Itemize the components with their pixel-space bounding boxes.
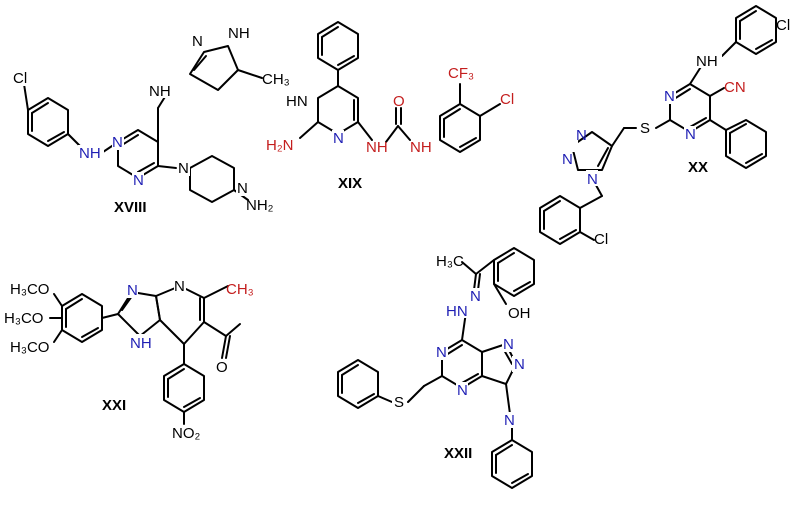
XX-n1-label: N xyxy=(664,88,675,105)
compound-XIX: HN H₂N N NH O NH CF₃ Cl XIX xyxy=(266,21,514,192)
XX-cn-label: CN xyxy=(724,79,746,96)
XVIII-piperazine-n1-label: N xyxy=(178,160,189,177)
XXI-o-label: O xyxy=(216,359,228,376)
XVIII-ch3-label: CH₃ xyxy=(262,71,290,88)
XX-caption: XX xyxy=(688,159,708,176)
XXII-hn-label: HN xyxy=(446,303,468,320)
XVIII-pyrazoline-nh-label: NH xyxy=(228,25,250,42)
XVIII-piperazine-n2-label: N xyxy=(237,180,248,197)
XXI-och3-2-label: H₃CO xyxy=(4,310,43,327)
XIX-cf3-label: CF₃ xyxy=(448,65,474,82)
compound-XXI: H₃CO H₃CO H₃CO N N NH CH₃ O NO₂ XXI xyxy=(4,278,254,442)
XX-n2-label: N xyxy=(685,126,696,143)
compound-XVIII: Cl NH N N NH N NH N N N NH₂ CH₃ XVIII xyxy=(13,24,290,216)
XXII-n-pyr2-label: N xyxy=(457,382,468,399)
XXII-n-tri2-label: N xyxy=(514,356,525,373)
XIX-nh1-label: NH xyxy=(366,139,388,156)
XXI-caption: XXI xyxy=(102,397,126,414)
XXI-nh-label: NH xyxy=(130,335,152,352)
XVIII-nh2-terminal-label: NH₂ xyxy=(246,197,274,214)
XX-s-label: S xyxy=(640,120,650,137)
XXI-n2-label: N xyxy=(174,278,185,295)
XVIII-cl-label: Cl xyxy=(13,70,27,87)
XIX-cl-label: Cl xyxy=(500,91,514,108)
XVIII-pyrazoline-n-label: N xyxy=(192,33,203,50)
XXII-caption: XXII xyxy=(444,445,472,462)
XXII-n-label: N xyxy=(470,288,481,305)
XXI-och3-1-label: H₃CO xyxy=(10,281,49,298)
XX-nh-label: NH xyxy=(696,53,718,70)
compound-XX: Cl NH N CN N S N N N Cl XX xyxy=(539,5,790,248)
XVIII-n2-label: N xyxy=(133,172,144,189)
XXI-n1-label: N xyxy=(127,282,138,299)
XIX-n-label: N xyxy=(333,130,344,147)
XXII-h3c-label: H₃C xyxy=(436,253,464,270)
XXI-no2-label: NO₂ xyxy=(172,425,201,442)
XX-cl-bottom-label: Cl xyxy=(594,231,608,248)
XXI-och3-3-label: H₃CO xyxy=(10,339,49,356)
XXII-s-label: S xyxy=(394,394,404,411)
XX-triazole-n2-label: N xyxy=(562,151,573,168)
XIX-nh2-label: NH xyxy=(410,139,432,156)
XIX-hn-label: HN xyxy=(286,93,308,110)
XVIII-caption: XVIII xyxy=(114,199,147,216)
XVIII-nh2-label: NH xyxy=(149,83,171,100)
XVIII-n1-label: N xyxy=(112,134,123,151)
XIX-caption: XIX xyxy=(338,175,362,192)
XIX-o-label: O xyxy=(393,93,405,110)
XXII-n-tri3-label: N xyxy=(504,412,515,429)
compound-XXII: H₃C N HN OH N N N N N S XXII xyxy=(337,247,535,489)
XIX-h2n-label: H₂N xyxy=(266,137,294,154)
XXI-ch3-label: CH₃ xyxy=(226,281,254,298)
XX-triazole-n3-label: N xyxy=(587,171,598,188)
XVIII-nh-label: NH xyxy=(79,145,101,162)
XXII-n-pyr1-label: N xyxy=(436,344,447,361)
XX-cl-top-label: Cl xyxy=(776,17,790,34)
XXII-n-tri1-label: N xyxy=(503,336,514,353)
XX-triazole-n1-label: N xyxy=(576,127,587,144)
XXII-oh-label: OH xyxy=(508,305,531,322)
